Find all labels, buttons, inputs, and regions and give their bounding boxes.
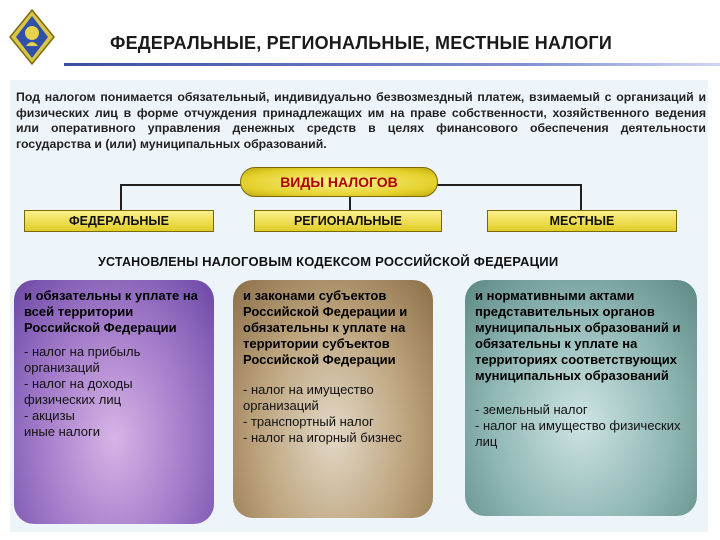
established-by-tax-code: УСТАНОВЛЕНЫ НАЛОГОВЫМ КОДЕКСОМ РОССИЙСКО… [98,254,558,269]
category-federal: ФЕДЕРАЛЬНЫЕ [24,210,214,232]
federal-tax-item: иные налоги [24,424,101,439]
definition-term: налогом [44,90,96,104]
federal-taxes-box: и обязательны к уплате на всей территори… [14,280,214,524]
federal-tax-item: - налог на доходы физических лиц [24,376,133,407]
local-tax-item: - земельный налог [475,402,588,417]
federal-tax-list: - налог на прибыль организаций - налог н… [24,344,204,440]
regional-tax-list: - налог на имущество организаций - транс… [243,382,423,446]
category-regional: РЕГИОНАЛЬНЫЕ [254,210,442,232]
page-title: ФЕДЕРАЛЬНЫЕ, РЕГИОНАЛЬНЫЕ, МЕСТНЫЕ НАЛОГ… [110,33,612,53]
regional-tax-item: - транспортный налог [243,414,374,429]
connector-left-vertical [120,184,122,210]
established-part-1: УСТАНОВЛЕНЫ [98,255,203,269]
emblem-logo-icon [9,8,55,66]
tax-types-label: ВИДЫ НАЛОГОВ [240,167,438,197]
connector-right-vertical [580,184,582,210]
federal-tax-item: - налог на прибыль организаций [24,344,141,375]
established-part-2: НАЛОГОВЫМ КОДЕКСОМ РОССИЙСКОЙ ФЕДЕРАЦИИ [202,254,559,269]
category-local: МЕСТНЫЕ [487,210,677,232]
connector-center-vertical [349,197,351,210]
local-taxes-box: и нормативными актами представительных о… [465,280,697,516]
local-tax-item: - налог на имущество физических лиц [475,418,681,449]
regional-tax-item: - налог на имущество организаций [243,382,374,413]
definition-text: понимается обязательный, индивидуально б… [16,90,707,151]
regional-taxes-box: и законами субъектов Российской Федераци… [233,280,433,518]
local-lead: и нормативными актами представительных о… [475,288,681,383]
definition-prefix: Под [16,90,45,104]
federal-tax-item: - акцизы [24,408,75,423]
local-tax-list: - земельный налог - налог на имущество ф… [475,402,687,450]
regional-lead: и законами субъектов Российской Федераци… [243,288,408,367]
tax-definition: Под налогом понимается обязательный, инд… [16,90,706,152]
header-rule [64,63,720,66]
federal-lead: и обязательны к уплате на всей территори… [24,288,198,335]
regional-tax-item: - налог на игорный бизнес [243,430,402,445]
